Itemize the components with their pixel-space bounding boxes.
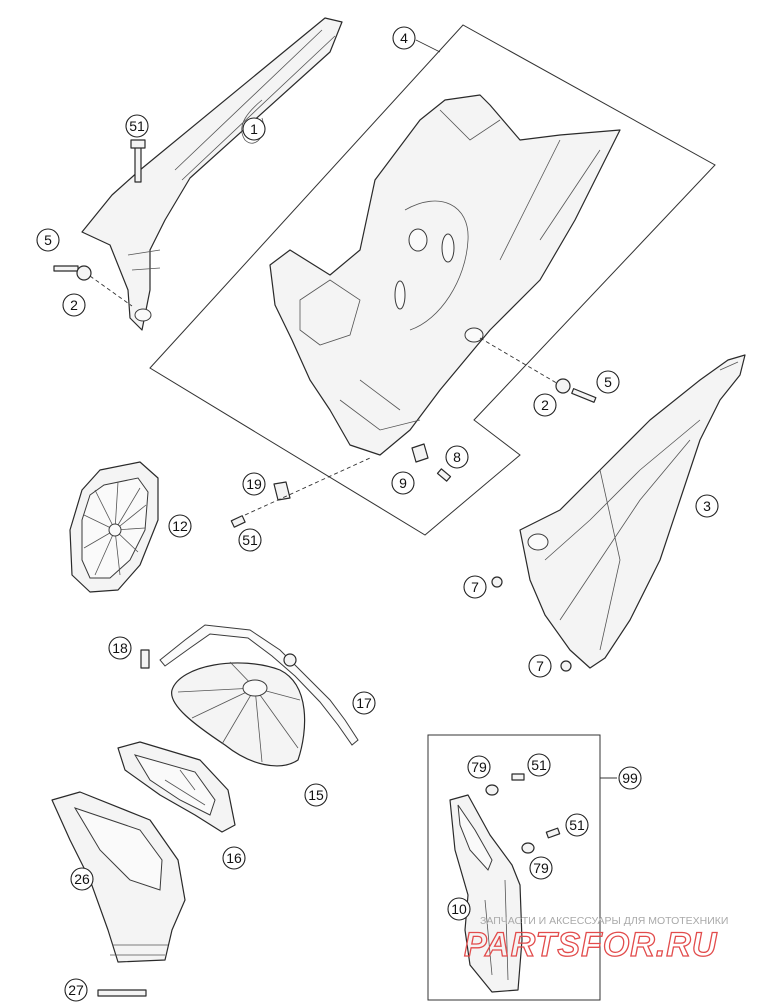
svg-text:79: 79 [471,759,487,775]
svg-text:10: 10 [451,901,467,917]
callout-12: 12 [168,514,192,538]
svg-text:5: 5 [44,232,52,248]
svg-text:26: 26 [74,871,90,887]
svg-text:99: 99 [622,770,638,786]
part-15-filter-element [171,661,306,767]
watermark-logo: PARTSFOR.RU [464,926,718,964]
callout-51-top: 51 [125,114,149,138]
assembly-frame-4 [149,24,716,536]
part-16-adapter [117,741,236,833]
svg-text:4: 4 [400,30,408,46]
part-10-snorkel [449,794,523,993]
svg-text:5: 5 [604,374,612,390]
svg-text:7: 7 [536,658,544,674]
svg-text:15: 15 [308,787,324,803]
part-3-side-cover [519,354,746,669]
bolt-2-left [53,265,133,307]
svg-text:9: 9 [399,475,407,491]
callout-7-upper: 7 [463,575,487,599]
callout-2-left: 2 [62,293,86,317]
svg-text:7: 7 [471,579,479,595]
bracket-19 [230,457,371,528]
watermark-caption: ЗАПЧАСТИ И АКСЕССУАРЫ ДЛЯ МОТОТЕХНИКИ [480,915,728,927]
callout-5-right: 5 [596,370,620,394]
svg-text:12: 12 [172,518,188,534]
callout-79-lower: 79 [529,856,553,880]
callout-16: 16 [222,846,246,870]
bolt-2-right [555,378,597,403]
grommet-7-lower [560,660,572,672]
part-4-airbox [269,94,621,456]
callout-3: 3 [695,494,719,518]
callout-27: 27 [64,978,88,1002]
svg-text:2: 2 [541,397,549,413]
part-18-pin [140,649,150,669]
bolt-51-top [130,139,146,183]
callout-15: 15 [304,783,328,807]
callout-9: 9 [391,471,415,495]
callout-51-mid: 51 [238,528,262,552]
part-27-rod [97,989,147,997]
svg-text:27: 27 [68,982,84,998]
callout-8: 8 [445,445,469,469]
screw-51-upper [511,773,525,781]
svg-text:2: 2 [70,297,78,313]
callout-2-right: 2 [533,393,557,417]
svg-text:17: 17 [356,695,372,711]
svg-text:18: 18 [112,640,128,656]
axis-line-4-right [479,337,561,386]
callout-1: 1 [242,117,266,141]
grommet-7-upper [491,576,503,588]
part-12-filter-cage [69,461,159,593]
svg-text:51: 51 [129,118,145,134]
callout-51-kit-lower: 51 [565,813,589,837]
svg-text:16: 16 [226,850,242,866]
callout-99: 99 [618,766,642,790]
callout-79-upper: 79 [467,755,491,779]
part-26-intake-boot [51,791,186,963]
svg-text:1: 1 [250,121,258,137]
svg-text:19: 19 [246,476,262,492]
clip-8 [411,443,452,482]
callout-7-lower: 7 [528,654,552,678]
callout-19: 19 [242,472,266,496]
svg-text:8: 8 [453,449,461,465]
grommet-79-lower [521,842,535,854]
callout-51-kit-upper: 51 [527,753,551,777]
svg-text:3: 3 [703,498,711,514]
svg-text:79: 79 [533,860,549,876]
kit-99-frame [427,734,601,1001]
callout-5-left: 5 [36,228,60,252]
part-17-wire-bracket [159,624,359,746]
svg-text:51: 51 [569,817,585,833]
grommet-79-upper [485,784,499,796]
callout-4: 4 [392,26,416,50]
callout-17: 17 [352,691,376,715]
callout-26: 26 [70,867,94,891]
callout-10: 10 [447,897,471,921]
screw-51-lower [545,827,561,839]
callout-18: 18 [108,636,132,660]
leader-4 [415,39,441,53]
svg-text:51: 51 [242,532,258,548]
svg-text:51: 51 [531,757,547,773]
